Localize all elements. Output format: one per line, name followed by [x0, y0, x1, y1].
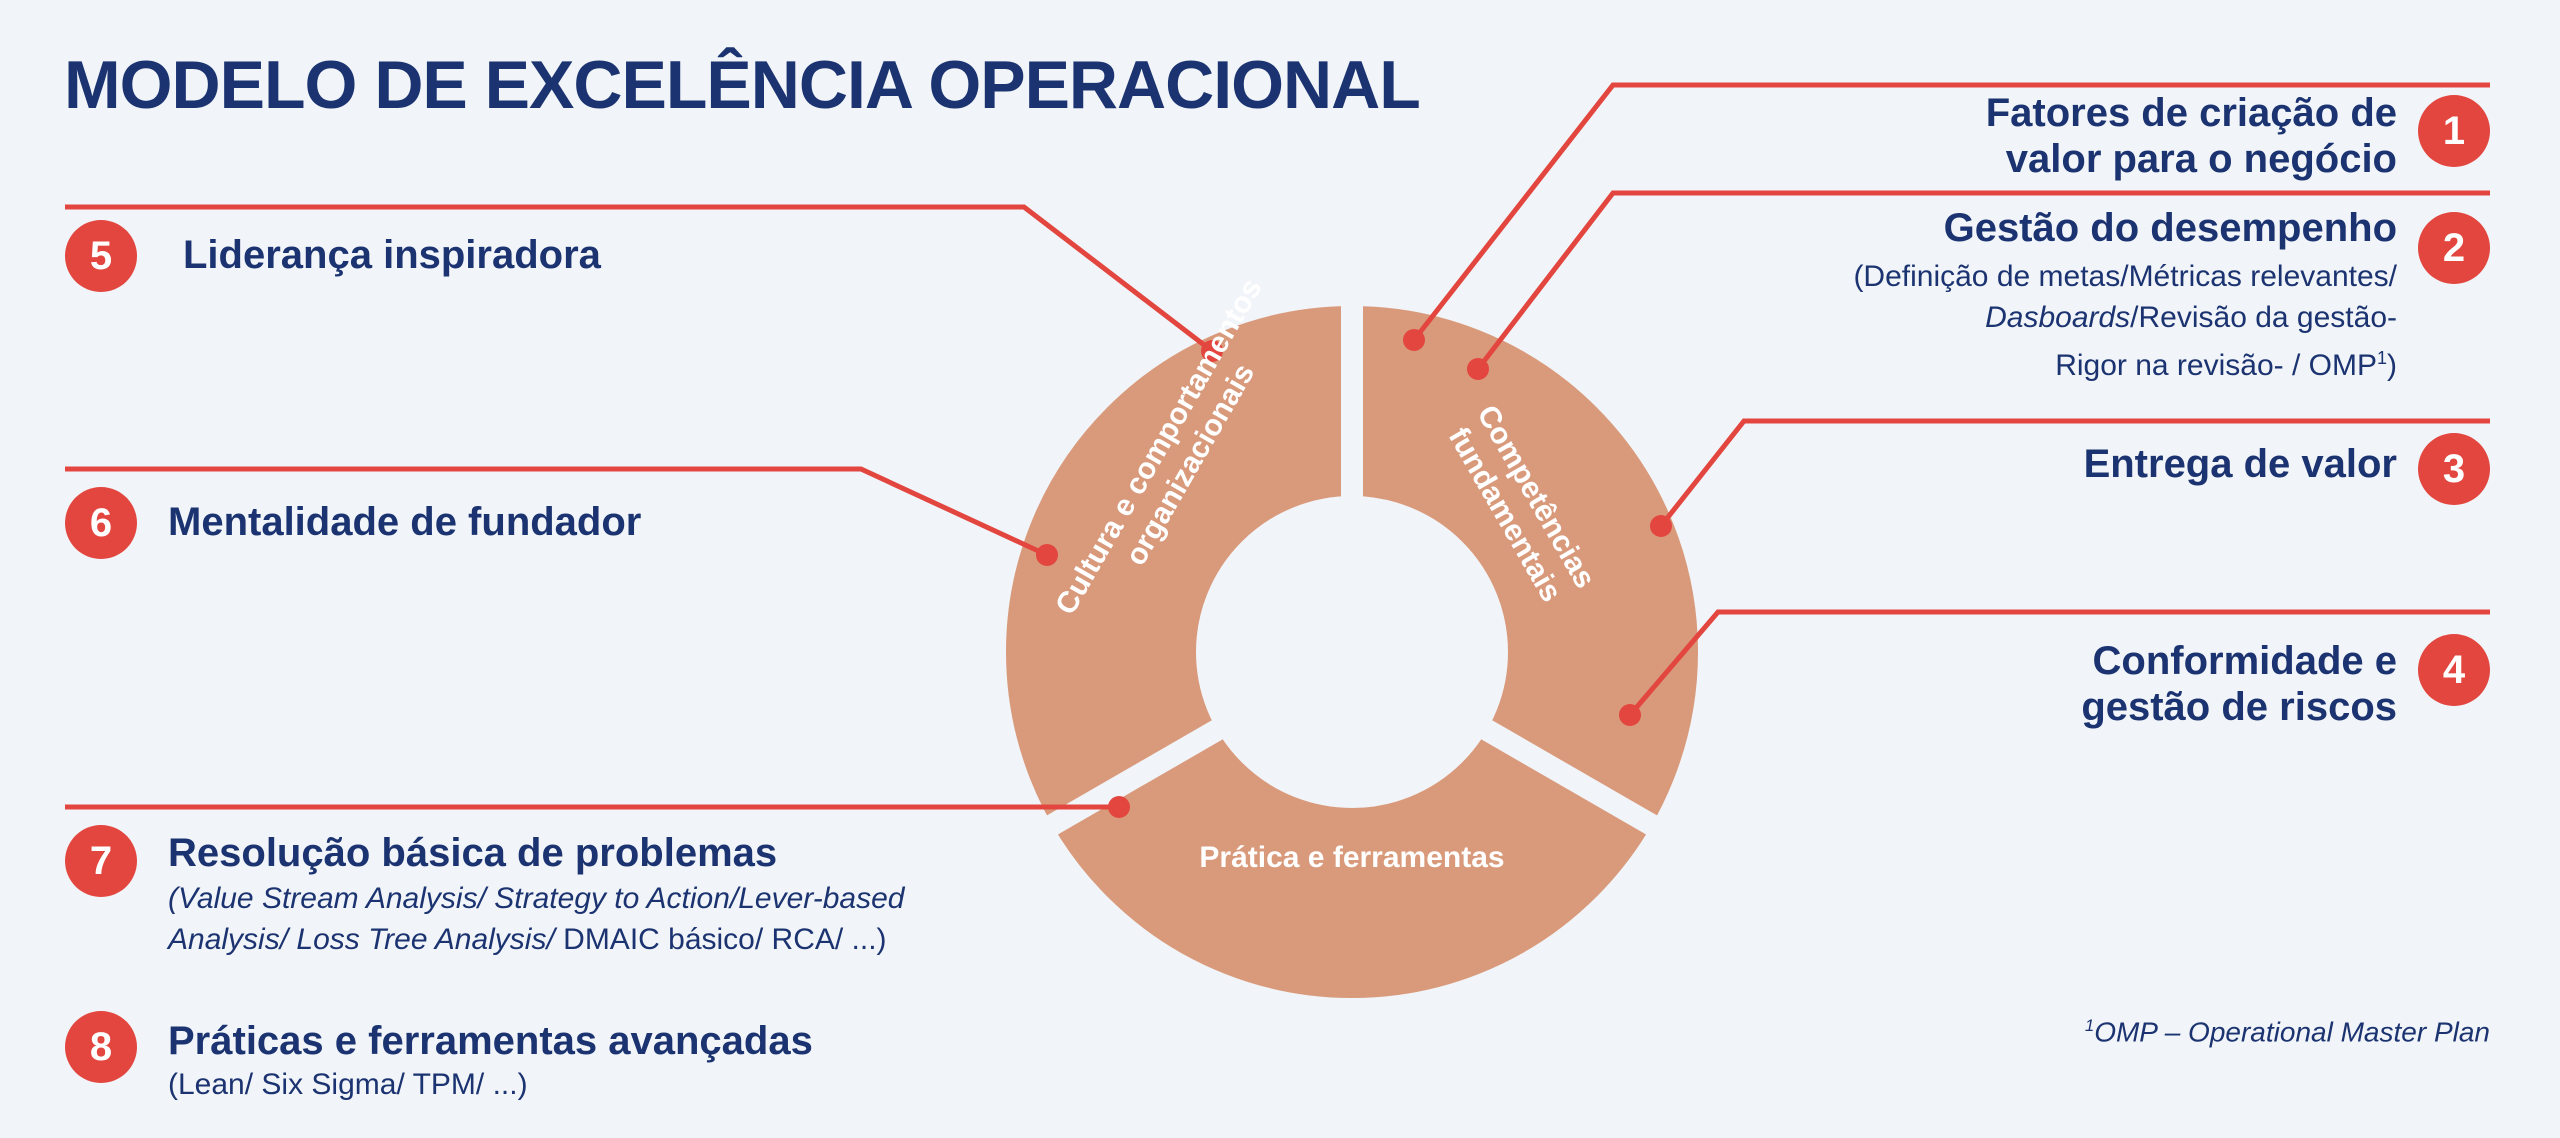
number-badge-8: 8: [65, 1011, 137, 1083]
item-description-line: Dasboards/Revisão da gestão-: [1853, 297, 2397, 338]
ring: [1006, 270, 1698, 998]
item-description-line: (Definição de metas/Métricas relevantes/: [1853, 260, 2397, 293]
text: DMAIC básico/ RCA/ ...): [554, 923, 887, 956]
connector-dot-2: [1467, 358, 1489, 380]
item-title-line: valor para o negócio: [2005, 137, 2397, 181]
item-description-line: Analysis/ Loss Tree Analysis/ DMAIC bási…: [168, 919, 904, 960]
connector-dot-6: [1036, 544, 1058, 566]
connector-dot-4: [1619, 704, 1641, 726]
item-8-title: Práticas e ferramentas avançadas: [168, 1019, 813, 1063]
connector-3: [1659, 418, 2490, 528]
text: /Revisão da gestão-: [2130, 301, 2397, 334]
item-2-description: (Definição de metas/Métricas relevantes/…: [1853, 256, 2397, 386]
connector-2: [1476, 190, 2490, 371]
connector-6: [65, 466, 1049, 558]
item-title-line: Conformidade e: [2092, 639, 2397, 683]
ring-gap-lower-right: [1469, 713, 1689, 853]
item-8-description: (Lean/ Six Sigma/ TPM/ ...): [168, 1068, 528, 1101]
segment-label-practice: Prática e ferramentas: [1152, 840, 1552, 876]
item-description-line: (Value Stream Analysis/ Strategy to Acti…: [168, 878, 904, 919]
connector-1: [1412, 82, 2490, 342]
footnote-mark: 1: [2084, 1016, 2095, 1035]
item-title-line: gestão de riscos: [2081, 685, 2397, 729]
footnote-text: OMP – Operational Master Plan: [2094, 1016, 2490, 1048]
ring-gap-top: [1341, 270, 1363, 510]
item-4-title: Conformidade e gestão de riscos: [2081, 638, 2397, 730]
connector-dot-5: [1201, 340, 1223, 362]
italic-text: Analysis/ Loss Tree Analysis/: [168, 923, 555, 956]
item-6-title: Mentalidade de fundador: [168, 500, 642, 544]
item-1-title: Fatores de criação de valor para o negóc…: [1986, 90, 2397, 182]
segment-label-line: Prática e ferramentas: [1199, 841, 1505, 874]
text: ): [2387, 349, 2397, 382]
number-badge-7: 7: [65, 825, 137, 897]
ring-gap-lower-left: [1015, 713, 1235, 853]
connector-dots: [1036, 329, 1672, 818]
connector-4: [1628, 609, 2490, 717]
footnote: 1OMP – Operational Master Plan: [2085, 1016, 2490, 1048]
item-title-line: Fatores de criação de: [1985, 91, 2397, 135]
italic-text: (Value Stream Analysis/ Strategy to Acti…: [168, 882, 905, 915]
number-badge-4: 4: [2418, 634, 2490, 706]
connector-5: [65, 204, 1214, 353]
connector-dot-3: [1650, 515, 1672, 537]
page-title: MODELO DE EXCELÊNCIA OPERACIONAL: [64, 47, 1421, 123]
item-description-line: Rigor na revisão- / OMP1): [1853, 338, 2397, 386]
item-3-title: Entrega de valor: [2083, 442, 2397, 486]
item-2-title: Gestão do desempenho: [1943, 206, 2397, 250]
item-7-title: Resolução básica de problemas: [168, 831, 778, 875]
footnote-ref: 1: [2376, 348, 2387, 368]
item-7-description: (Value Stream Analysis/ Strategy to Acti…: [168, 878, 904, 960]
italic-text: Dasboards: [1985, 301, 2131, 334]
connector-dot-7: [1108, 796, 1130, 818]
connector-lines: [65, 82, 2490, 810]
number-badge-5: 5: [65, 220, 137, 292]
connector-dot-1: [1403, 329, 1425, 351]
item-5-title: Liderança inspiradora: [183, 233, 601, 277]
number-badge-1: 1: [2418, 95, 2490, 167]
number-badge-2: 2: [2418, 212, 2490, 284]
number-badge-6: 6: [65, 487, 137, 559]
text: Rigor na revisão- / OMP: [2055, 349, 2377, 382]
number-badge-3: 3: [2418, 433, 2490, 505]
